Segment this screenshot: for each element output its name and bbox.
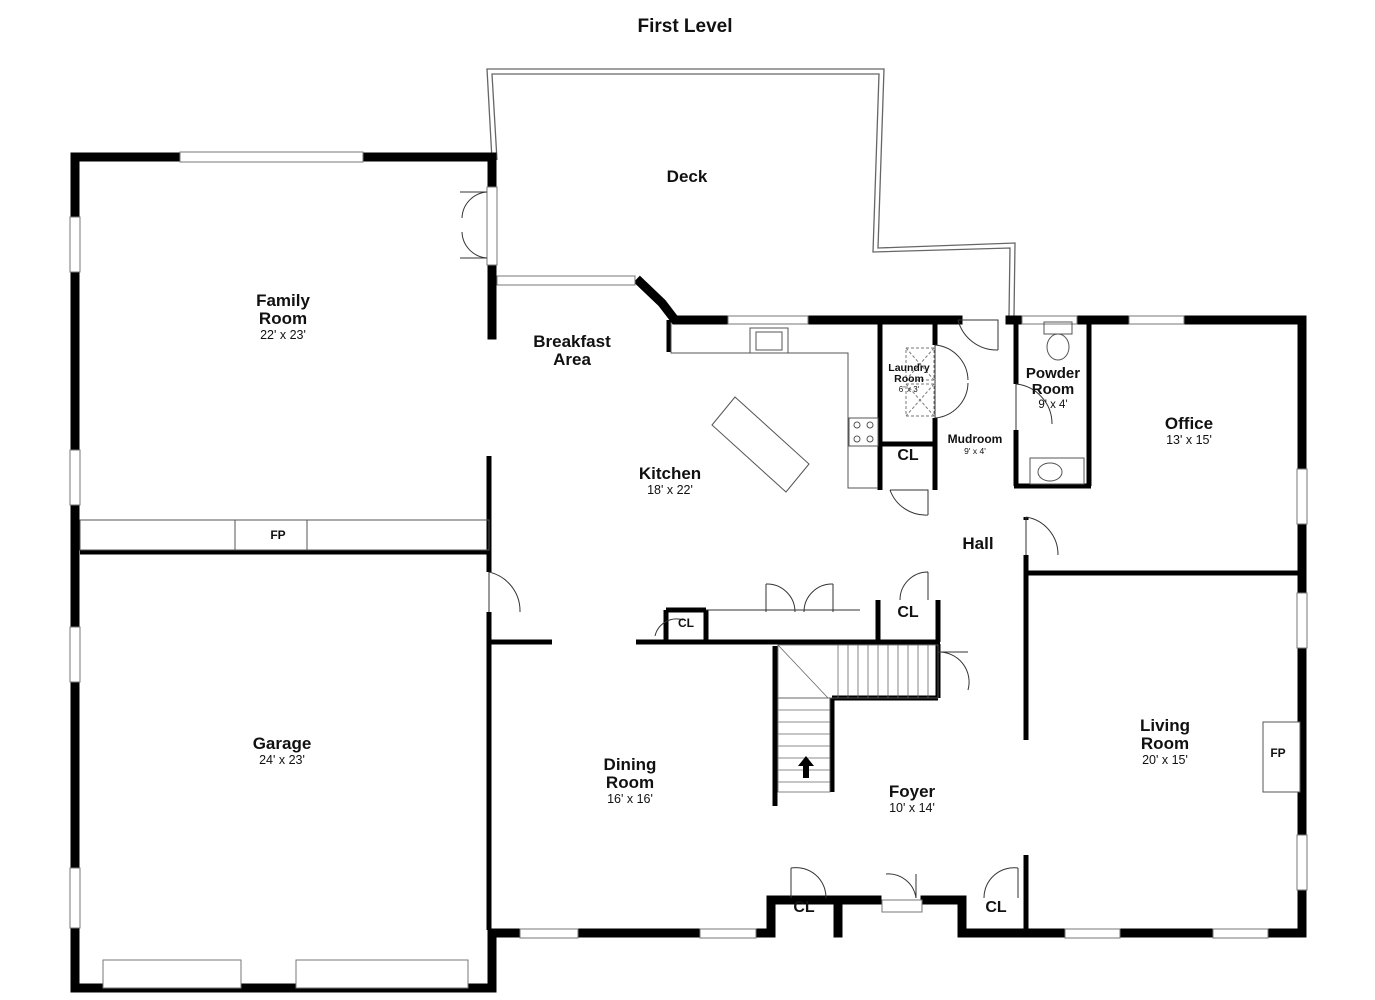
exterior-walls — [70, 152, 1307, 993]
label-garage: Garage 24' x 23' — [252, 734, 312, 767]
cl-stair-tag: CL — [897, 604, 919, 621]
staircase — [777, 644, 939, 793]
cl-laundry-tag: CL — [897, 447, 919, 464]
label-deck: Deck — [666, 167, 708, 186]
fp-family-tag: FP — [270, 528, 286, 542]
label-powder-room: Powder Room 9' x 4' — [1025, 365, 1081, 411]
label-hall: Hall — [962, 534, 994, 553]
stair-arrow-icon — [798, 756, 814, 778]
label-mudroom: Mudroom 9' x 4' — [947, 432, 1003, 456]
powder-fixtures — [1029, 321, 1085, 485]
windows — [69, 151, 1308, 989]
family-fireplace — [79, 519, 490, 551]
plan-title: First Level — [637, 16, 733, 37]
label-office: Office 13' x 15' — [1164, 414, 1214, 447]
deck-outline — [486, 68, 1016, 317]
cl-front-left-tag: CL — [793, 899, 815, 916]
cl-small-tag: CL — [678, 616, 694, 630]
label-family-room: Family Room 22' x 23' — [256, 291, 310, 342]
fp-living-tag: FP — [1270, 746, 1286, 760]
label-dining-room: Dining Room 16' x 16' — [603, 755, 657, 806]
interior-walls — [80, 320, 1300, 930]
label-laundry-room: Laundry Room 6' x 3' — [888, 362, 930, 395]
cl-front-right-tag: CL — [985, 899, 1007, 916]
label-living-room: Living Room 20' x 15' — [1139, 716, 1191, 767]
laundry-machines — [905, 347, 935, 417]
label-foyer: Foyer 10' x 14' — [888, 782, 936, 815]
living-fireplace — [1262, 721, 1301, 793]
label-kitchen: Kitchen 18' x 22' — [638, 464, 702, 497]
kitchen-fixtures — [670, 322, 879, 493]
doors — [460, 191, 1059, 899]
label-breakfast-area: Breakfast Area — [533, 332, 611, 369]
